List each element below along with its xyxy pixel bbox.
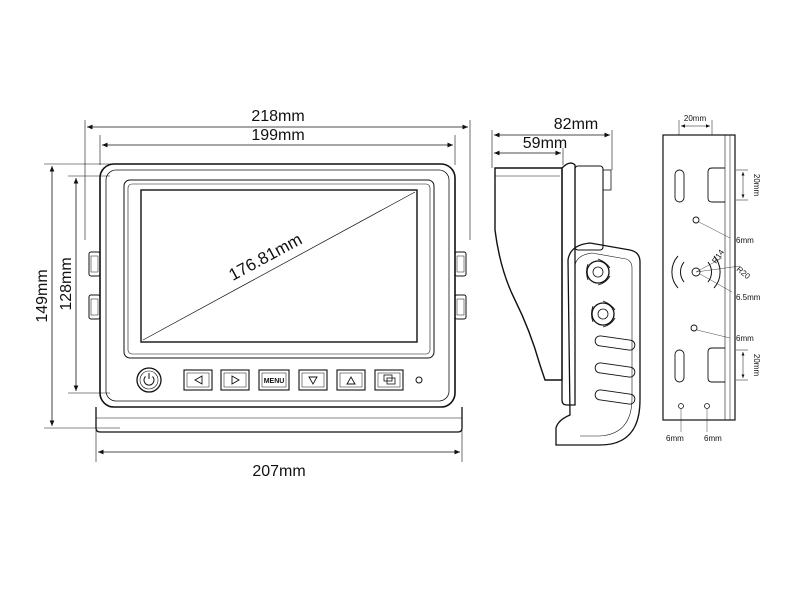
- front-view: [44, 120, 471, 462]
- menu-button[interactable]: [258, 369, 290, 391]
- adjust-knob-upper: [586, 258, 611, 286]
- triangle-right-icon: [231, 375, 240, 385]
- bracket-slot-upper-label: 20mm: [752, 174, 761, 197]
- bracket-bottom-left-label: 6mm: [666, 434, 684, 443]
- triangle-down-icon: [308, 376, 318, 385]
- bracket-bottom-right-label: 6mm: [704, 434, 722, 443]
- power-icon: [143, 373, 155, 386]
- bracket-hole-upper-label: 6mm: [736, 236, 754, 245]
- source-button[interactable]: [374, 369, 404, 391]
- left-button[interactable]: [183, 369, 213, 391]
- down-button[interactable]: [298, 369, 328, 391]
- housing-depth-label: 59mm: [523, 135, 567, 152]
- body-height-label: 128mm: [58, 257, 75, 310]
- bracket-hole-center-label: 6.5mm: [736, 293, 761, 302]
- screen-width-label: 199mm: [251, 127, 304, 144]
- triangle-up-icon: [346, 376, 356, 385]
- right-button[interactable]: [220, 369, 250, 391]
- overall-depth-label: 82mm: [554, 116, 598, 133]
- bracket-hole-lower-label: 6mm: [736, 334, 754, 343]
- bracket-top-width-label: 20mm: [684, 114, 707, 123]
- bracket-view: [662, 120, 748, 432]
- up-button[interactable]: [336, 369, 366, 391]
- triangle-left-icon: [194, 375, 203, 385]
- overall-height-label: 149mm: [34, 269, 51, 322]
- source-icon: [383, 374, 396, 385]
- bracket-slot-lower-label: 20mm: [752, 354, 761, 377]
- power-button[interactable]: [136, 367, 162, 393]
- diagonal-label: 176.81mm: [226, 230, 306, 285]
- menu-button-label: MENU: [264, 378, 285, 385]
- overall-width-label: 218mm: [251, 108, 304, 125]
- adjust-knob-lower: [591, 300, 616, 328]
- bracket-radius-large-label: R20: [735, 265, 752, 282]
- bracket-radius-small-label: R14: [710, 248, 726, 266]
- base-width-label: 207mm: [252, 463, 305, 480]
- side-view: [491, 130, 641, 446]
